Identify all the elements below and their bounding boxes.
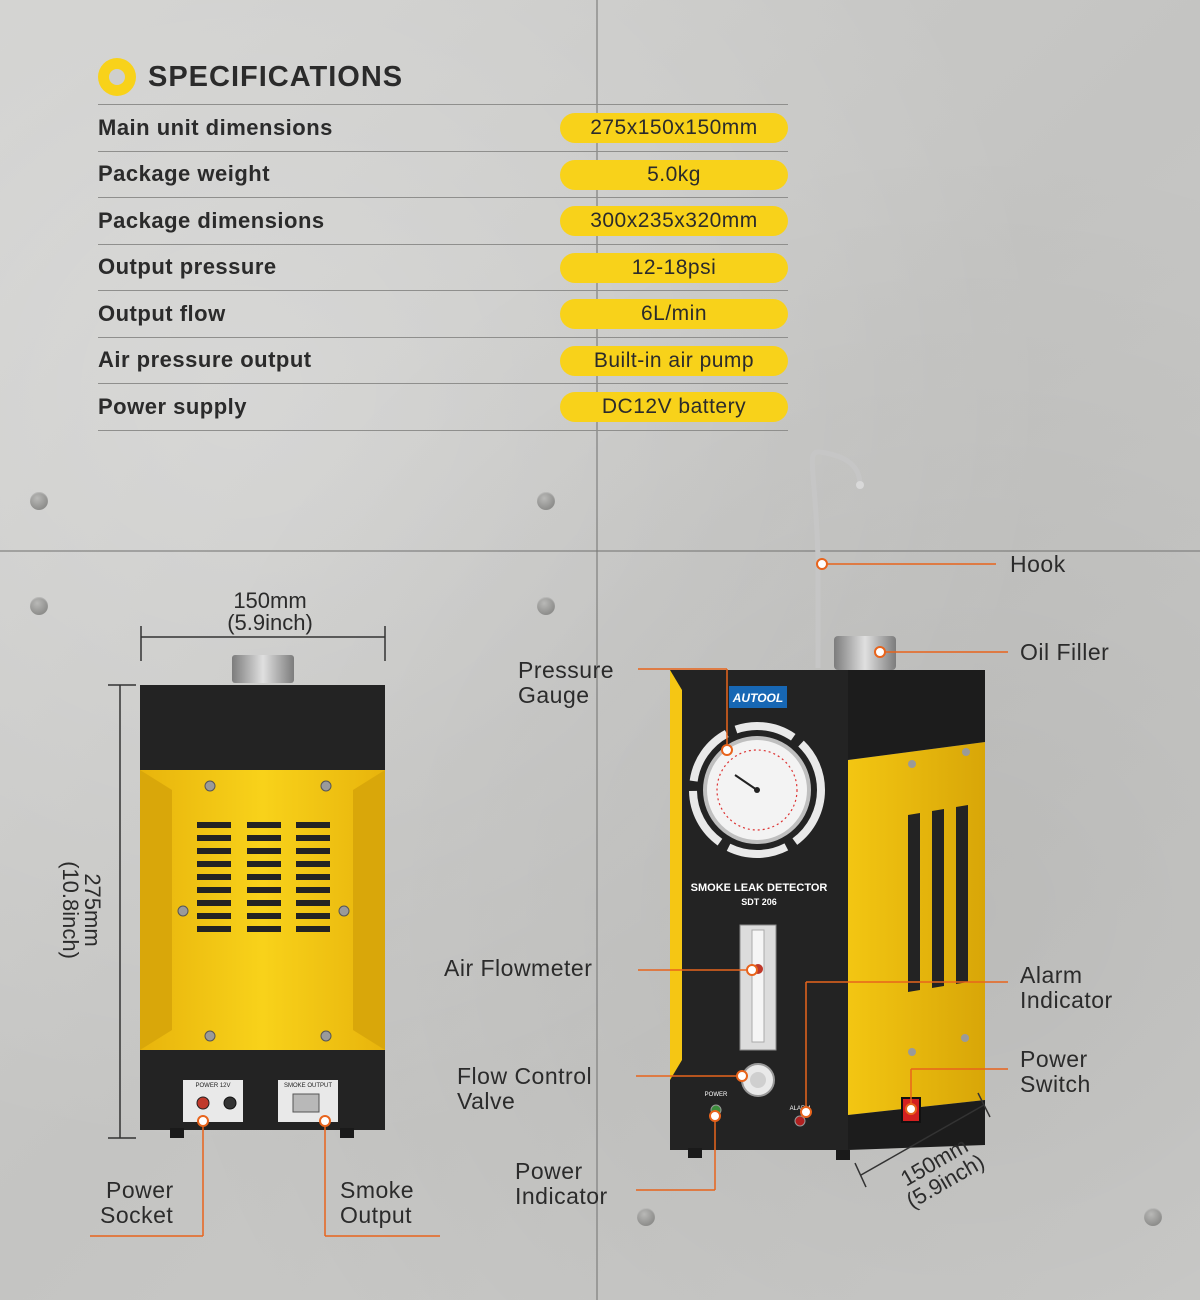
spec-label: Power supply bbox=[98, 393, 248, 419]
callout-hook: Hook bbox=[1010, 551, 1066, 577]
product-name: SMOKE LEAK DETECTOR bbox=[691, 882, 828, 894]
front-side-vents bbox=[908, 805, 968, 992]
gauge-bezel-ring bbox=[689, 722, 825, 858]
spec-label: Package dimensions bbox=[98, 207, 325, 233]
back-height-inch: (10.8inch) bbox=[58, 861, 83, 959]
back-width-mm: 150mm bbox=[233, 588, 307, 613]
back-vent-grille bbox=[197, 822, 330, 932]
callout-smoke-output: Smoke Output bbox=[340, 1177, 415, 1228]
smoke-panel-label: SMOKE OUTPUT bbox=[284, 1083, 332, 1089]
wall-seam bbox=[596, 0, 598, 1300]
wall-rivet bbox=[30, 597, 48, 615]
front-right-bottom-black bbox=[848, 1100, 985, 1150]
callout-pressure-gauge: Pressure Gauge bbox=[518, 657, 615, 708]
spec-value-pill: 12-18psi bbox=[560, 252, 788, 283]
callout-air-flowmeter: Air Flowmeter bbox=[444, 955, 593, 981]
callout-flow-control-valve: Flow Control Valve bbox=[457, 1063, 593, 1114]
spec-row: Main unit dimensions 275x150x150mm bbox=[98, 105, 788, 152]
spec-value-pill: 275x150x150mm bbox=[560, 113, 788, 143]
back-callout-dots bbox=[197, 1115, 331, 1127]
alarm-indicator-label: ALARM bbox=[790, 1106, 811, 1112]
wall-rivet bbox=[637, 1208, 655, 1226]
spec-row: Output flow 6L/min bbox=[98, 291, 788, 338]
spec-title: SPECIFICATIONS bbox=[148, 60, 404, 93]
wall-rivet bbox=[30, 492, 48, 510]
power-socket-red bbox=[196, 1096, 210, 1110]
hook bbox=[809, 449, 863, 668]
front-left-edge bbox=[670, 670, 682, 1080]
alarm-indicator-led bbox=[794, 1115, 806, 1127]
back-height-mm: 275mm bbox=[80, 873, 105, 947]
spec-value-pill: 300x235x320mm bbox=[560, 206, 788, 236]
back-callout-lines bbox=[90, 1121, 440, 1237]
back-dimension-lines bbox=[108, 626, 386, 1139]
back-width-inch: (5.9inch) bbox=[227, 610, 313, 635]
hook-tip bbox=[856, 481, 864, 489]
back-screws bbox=[177, 780, 350, 1042]
spec-label: Main unit dimensions bbox=[98, 114, 333, 140]
callout-oil-filler: Oil Filler bbox=[1020, 639, 1110, 665]
brand-name: AUTOOL bbox=[732, 691, 783, 705]
front-dimension-lines bbox=[854, 1092, 991, 1188]
back-left-bevel bbox=[140, 770, 172, 1050]
spec-row: Package weight 5.0kg bbox=[98, 152, 788, 198]
front-right-top-black bbox=[848, 670, 985, 760]
ring-icon bbox=[98, 58, 136, 96]
wall-seam bbox=[0, 550, 1200, 552]
wall-rivet bbox=[537, 492, 555, 510]
back-view-device: POWER 12V SMOKE OUTPUT bbox=[140, 655, 385, 1138]
callout-alarm-indicator: Alarm Indicator bbox=[1020, 962, 1113, 1013]
front-callout-dots bbox=[709, 558, 917, 1122]
back-width-label: 150mm (5.9inch) bbox=[205, 590, 335, 634]
front-view-device: AUTOOL SMOKE LEAK DETECTOR SDT 206 POWER… bbox=[670, 449, 985, 1160]
spec-value-pill: DC12V battery bbox=[560, 392, 788, 422]
back-bottom-panel bbox=[140, 1050, 385, 1130]
gauge-scale bbox=[716, 749, 798, 831]
back-top-panel bbox=[140, 685, 385, 775]
wall-rivet bbox=[1144, 1208, 1162, 1226]
spec-row: Power supply DC12V battery bbox=[98, 384, 788, 431]
spec-value-pill: Built-in air pump bbox=[560, 345, 788, 376]
wall-rivet bbox=[537, 597, 555, 615]
back-right-bevel bbox=[353, 770, 385, 1050]
spec-label: Air pressure output bbox=[98, 347, 312, 373]
power-indicator-label: POWER bbox=[705, 1092, 728, 1098]
spec-header: SPECIFICATIONS bbox=[98, 58, 403, 96]
callout-power-indicator: Power Indicator bbox=[515, 1158, 608, 1209]
gauge-needle bbox=[734, 774, 758, 791]
power-panel-label: POWER 12V bbox=[195, 1083, 230, 1089]
spec-value-pill: 6L/min bbox=[560, 299, 788, 329]
power-socket-black bbox=[223, 1096, 237, 1110]
spec-label: Package weight bbox=[98, 161, 271, 187]
callout-power-switch: Power Switch bbox=[1020, 1046, 1091, 1097]
spec-row: Air pressure output Built-in air pump bbox=[98, 338, 788, 384]
brand-badge bbox=[729, 686, 787, 708]
spec-row: Package dimensions 300x235x320mm bbox=[98, 198, 788, 245]
front-callout-lines bbox=[636, 563, 1008, 1191]
front-oil-filler-cap bbox=[834, 636, 896, 670]
model-number: SDT 206 bbox=[741, 897, 777, 907]
smoke-output-nozzle bbox=[292, 1093, 320, 1113]
back-height-label: 275mm (10.8inch) bbox=[58, 845, 105, 975]
spec-label: Output flow bbox=[98, 300, 226, 326]
oil-filler-cap bbox=[232, 655, 294, 683]
spec-value-pill: 5.0kg bbox=[560, 159, 788, 190]
front-side-screws bbox=[908, 748, 970, 1056]
spec-row: Output pressure 12-18psi bbox=[98, 245, 788, 291]
callout-power-socket: Power Socket bbox=[100, 1177, 174, 1228]
spec-label: Output pressure bbox=[98, 254, 277, 280]
